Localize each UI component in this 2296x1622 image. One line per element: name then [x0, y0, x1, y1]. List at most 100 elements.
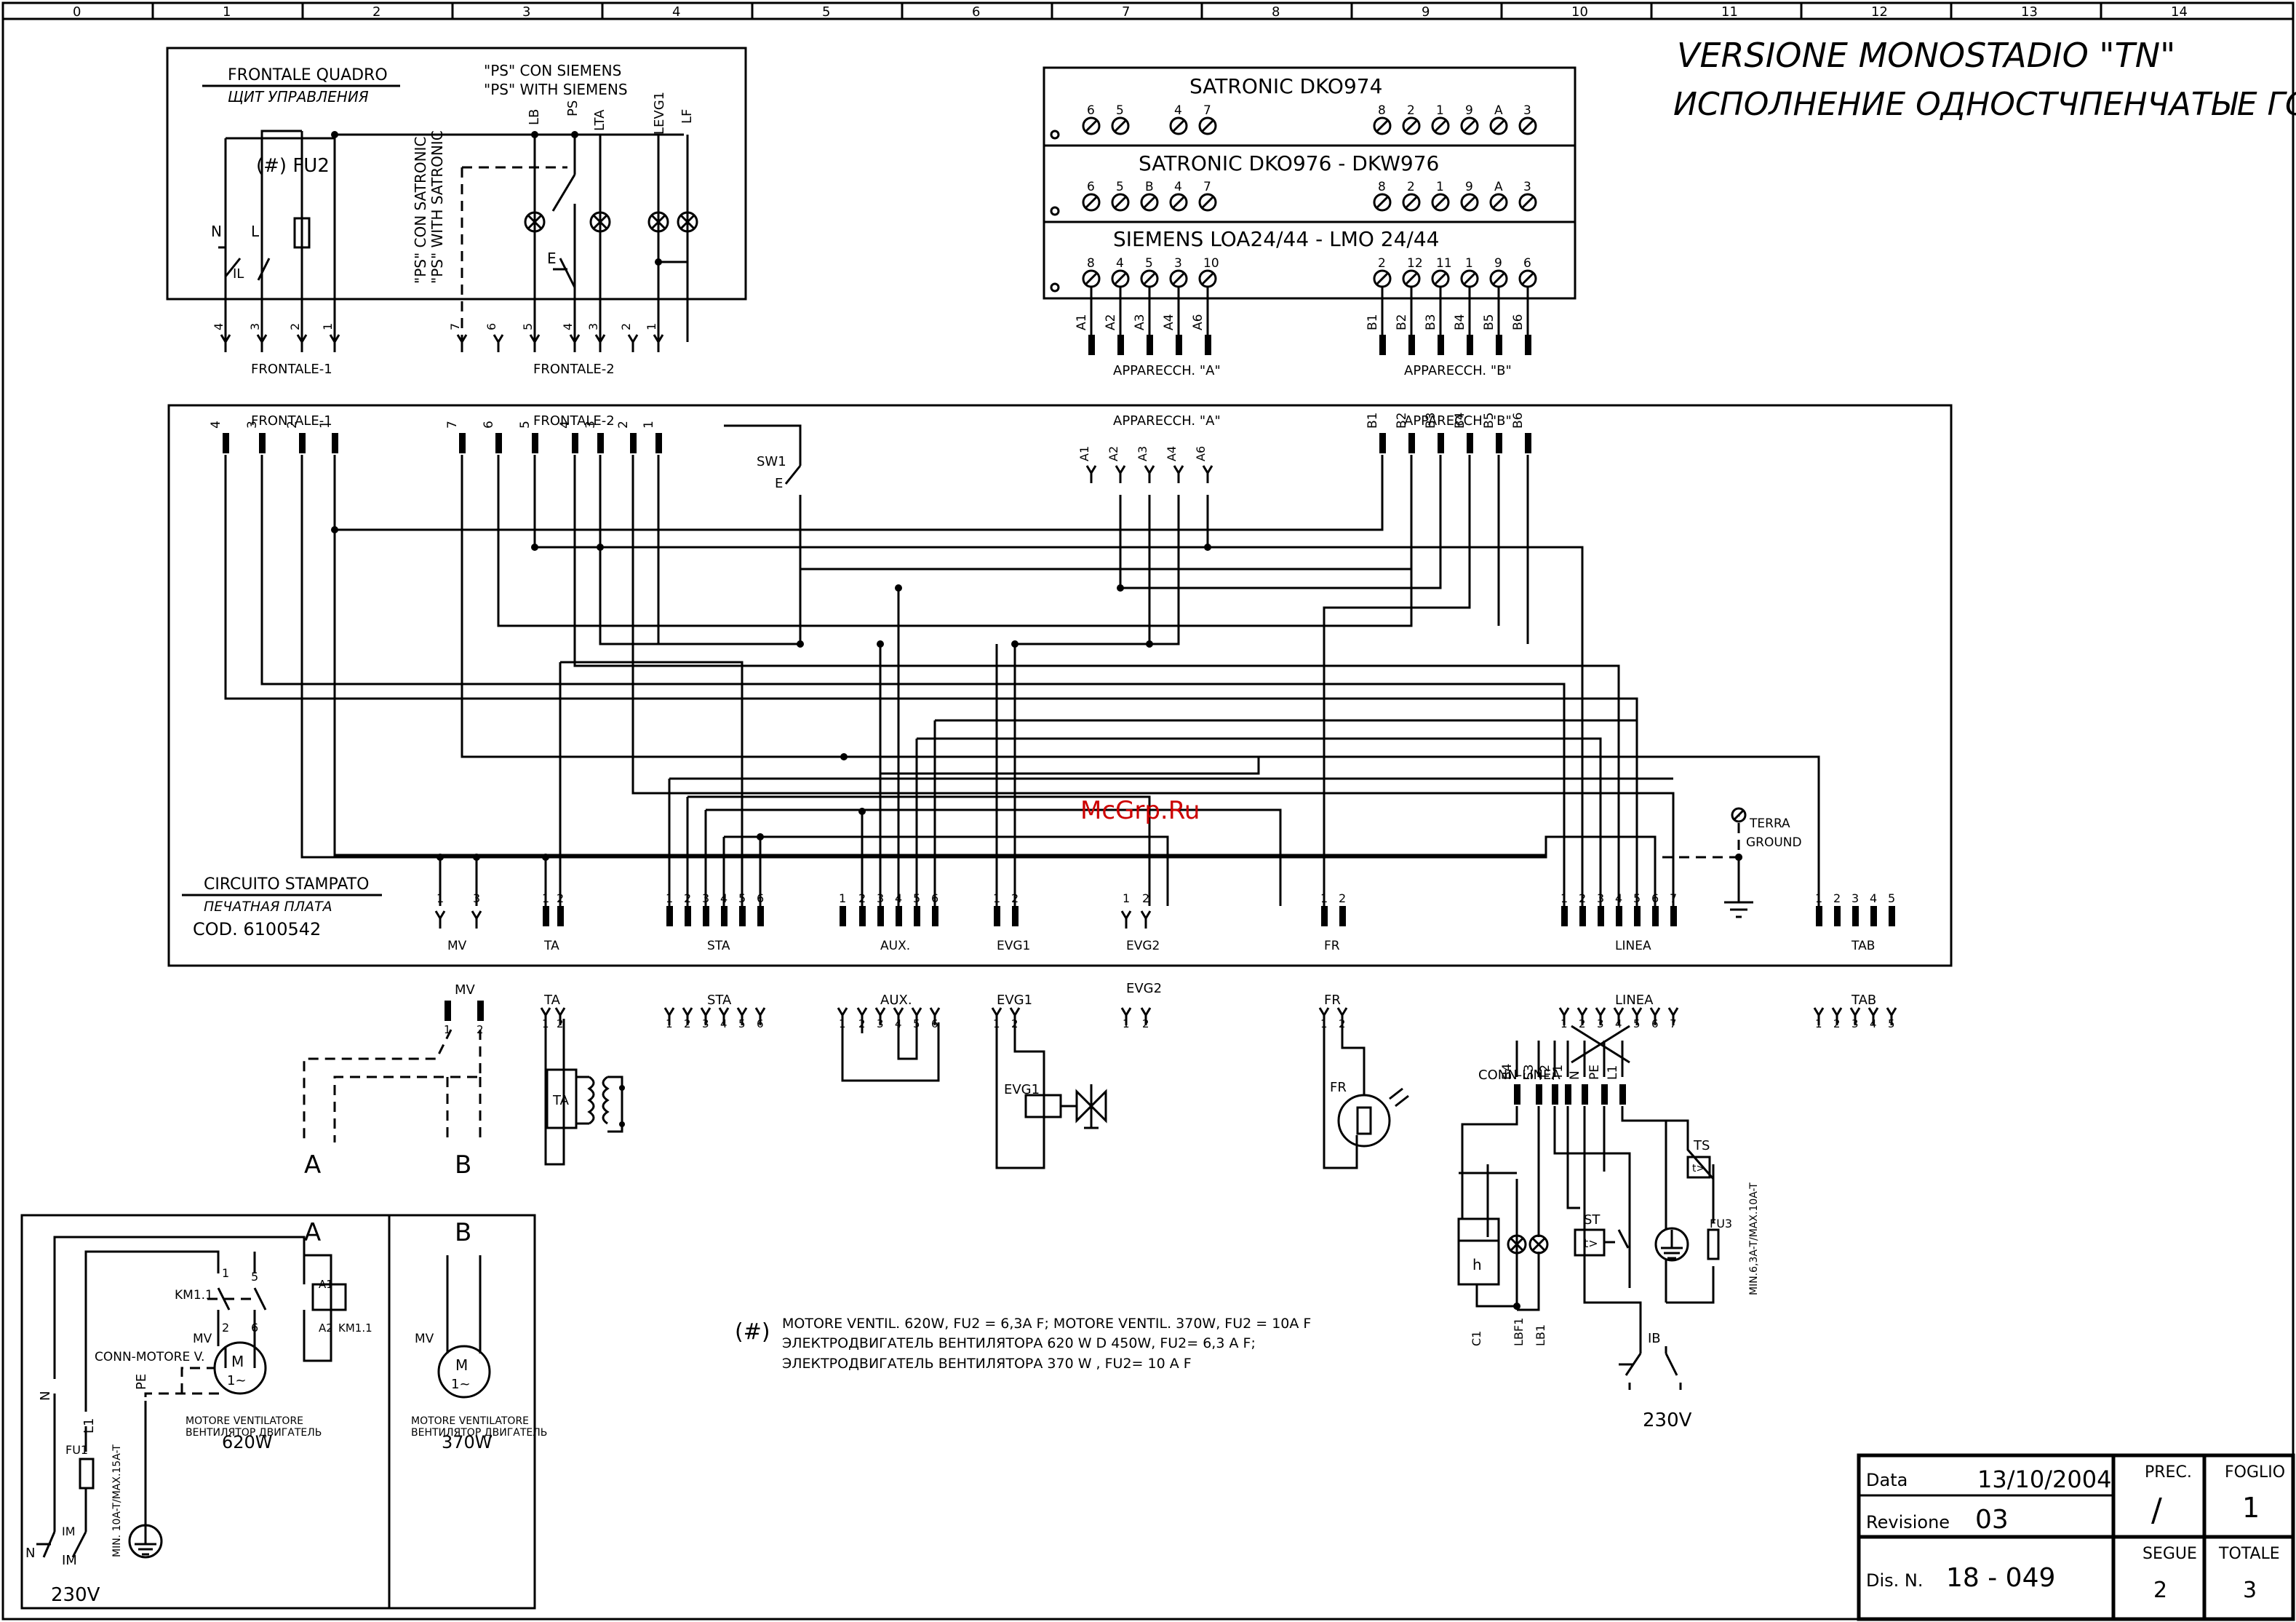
- lower-aux-num-3: 3: [877, 1017, 884, 1030]
- pcb-a-A1-symbol: [1085, 465, 1097, 483]
- lower-sta-num-2: 2: [684, 1017, 691, 1030]
- pcb-aux-pin-3: [877, 906, 884, 926]
- drawing-number-label: Dis. N.: [1866, 1570, 1924, 1591]
- pcb-f2-5-label: 5: [518, 421, 533, 429]
- dev-b-B4-label: B4: [1453, 314, 1467, 330]
- pcb-sta-num-1: 1: [666, 891, 673, 905]
- fq2-pin-5-symbol: [529, 334, 541, 352]
- levg1-label: LEVG1: [652, 92, 667, 135]
- ps-siemens-label-1: "PS" CON SIEMENS: [484, 62, 621, 79]
- burner-controller-panel: SATRONIC DKO974 SATRONIC DKO976 - DKW976…: [1043, 66, 1576, 378]
- pcb-trace-8: [497, 455, 1413, 627]
- ruler-col-14: 14: [2171, 4, 2188, 20]
- dko974-t-6: 1: [1436, 103, 1444, 118]
- conn-linea-L1: [1619, 1084, 1626, 1105]
- fq1-pin-1-symbol: [329, 334, 340, 352]
- c1-label: C1: [1470, 1331, 1483, 1346]
- pcb-evg2-num-1: 1: [1123, 891, 1130, 905]
- pcb-aux-pin-6: [932, 906, 938, 926]
- pcb-tab-pin-1: [1816, 906, 1822, 926]
- dev-b-B3: [1438, 335, 1444, 355]
- dev-b-B4: [1467, 335, 1473, 355]
- dko974-t-3: 7: [1203, 103, 1211, 118]
- ruler-col-13: 13: [2021, 4, 2038, 20]
- fq1-pin-4-symbol: [220, 334, 231, 352]
- revision-label: Revisione: [1866, 1512, 1950, 1532]
- lower-linea-6-symbol: [1649, 1007, 1661, 1025]
- pcb-trace-13: [657, 455, 680, 645]
- pcb-f2-2: [630, 433, 637, 453]
- lower-aux-num-6: 6: [931, 1017, 938, 1030]
- lower-tab-1-symbol: [1813, 1007, 1825, 1025]
- loa24-t-8: 1: [1465, 256, 1473, 271]
- pcb-trace-26: [631, 455, 1675, 906]
- ib-label: IB: [1648, 1331, 1661, 1346]
- km-pin-1: 1: [222, 1266, 229, 1280]
- pcb-sta-num-3: 3: [702, 891, 709, 905]
- e-label: E: [547, 250, 557, 267]
- dev-a-A4: [1176, 335, 1182, 355]
- ground-label: GROUND: [1746, 835, 1802, 850]
- lower-aux-label: AUX.: [880, 993, 912, 1008]
- pcb-aux-num-4: 4: [895, 891, 902, 905]
- pcb-trace-30: [333, 530, 1546, 856]
- motor-switch-bottom: IM: [62, 1553, 77, 1568]
- pcb-f2-2-label: 2: [616, 421, 631, 429]
- loa24-t-7: 11: [1436, 256, 1452, 271]
- ps-satronic-label-1: "PS" CON SATRONIC: [412, 137, 429, 284]
- sw1-label: SW1: [757, 454, 786, 469]
- circuito-stampato-label: CIRCUITO STAMPATO: [204, 875, 369, 894]
- lower-mv-2: [477, 1001, 484, 1021]
- lower-sta-2-symbol: [682, 1007, 693, 1025]
- pcb-f1-3-label: 3: [245, 421, 260, 429]
- loa24-t-0: 8: [1087, 256, 1095, 271]
- fq1-pin-3-symbol: [256, 334, 268, 352]
- conn-linea-T1-label: T1: [1551, 1065, 1566, 1081]
- pcb-a-A4-symbol: [1173, 465, 1184, 483]
- pcb-f2-3: [597, 433, 604, 453]
- l-label: L: [251, 223, 260, 240]
- pcb-aux-num-1: 1: [839, 891, 846, 905]
- lower-mv-label: MV: [455, 982, 476, 998]
- conn-linea-S3-label: S3: [1522, 1064, 1536, 1080]
- circuito-stampato-ru: ПЕЧАТНАЯ ПЛАТА: [204, 899, 332, 915]
- dev-a-A3-label: A3: [1133, 314, 1147, 330]
- ruler-col-3: 3: [522, 4, 530, 20]
- lower-sta-1-symbol: [663, 1007, 675, 1025]
- conn-linea-B4: [1514, 1084, 1520, 1105]
- pcb-frontale2-label: FRONTALE-2: [533, 413, 615, 429]
- ruler-col-10: 10: [1571, 4, 1588, 20]
- fq2-pin-6-symbol: [493, 334, 504, 352]
- lower-sta-label: STA: [707, 993, 732, 1008]
- pcb-aux-num-3: 3: [877, 891, 884, 905]
- fq2-pin-6-label: 6: [485, 323, 498, 330]
- pcb-trace-17: [224, 455, 1638, 906]
- motor-a-label: A: [304, 1218, 321, 1247]
- pcb-mv-num-1: 1: [437, 891, 444, 905]
- loa24-t-1: 4: [1116, 256, 1124, 271]
- ruler-col-5: 5: [822, 4, 830, 20]
- ruler-col-11: 11: [1721, 4, 1738, 20]
- pcb-a-A3-symbol: [1144, 465, 1155, 483]
- lbf1-label: LBF1: [1512, 1318, 1526, 1346]
- dko974-t-4: 8: [1378, 103, 1386, 118]
- frontale-quadro-title-ru: ЩИТ УПРАВЛЕНИЯ: [228, 88, 369, 106]
- prec-value: /: [2151, 1492, 2162, 1529]
- pcb-ta-pin-1: [543, 906, 549, 926]
- pcb-frontale1-label: FRONTALE-1: [251, 413, 332, 429]
- pcb-ta-pin-2: [557, 906, 564, 926]
- pcb-aux-num-5: 5: [913, 891, 920, 905]
- pcb-trace-3: [800, 455, 1413, 571]
- fq2-pin-1-label: 1: [645, 323, 658, 330]
- segue-value: 2: [2153, 1578, 2167, 1603]
- hour-counter-label: h: [1472, 1256, 1482, 1273]
- pcb-mv-title: MV: [447, 939, 467, 953]
- lower-aux-3-symbol: [874, 1007, 886, 1025]
- pcb-aux-pin-2: [859, 906, 866, 926]
- fq2-pin-7-symbol: [456, 334, 468, 352]
- il-label: IL: [233, 266, 244, 282]
- pcb-aux-pin-1: [840, 906, 846, 926]
- pcb-aux-pin-5: [914, 906, 920, 926]
- ps-satronic-label-2: "PS" WITH SATRONIC: [428, 130, 446, 284]
